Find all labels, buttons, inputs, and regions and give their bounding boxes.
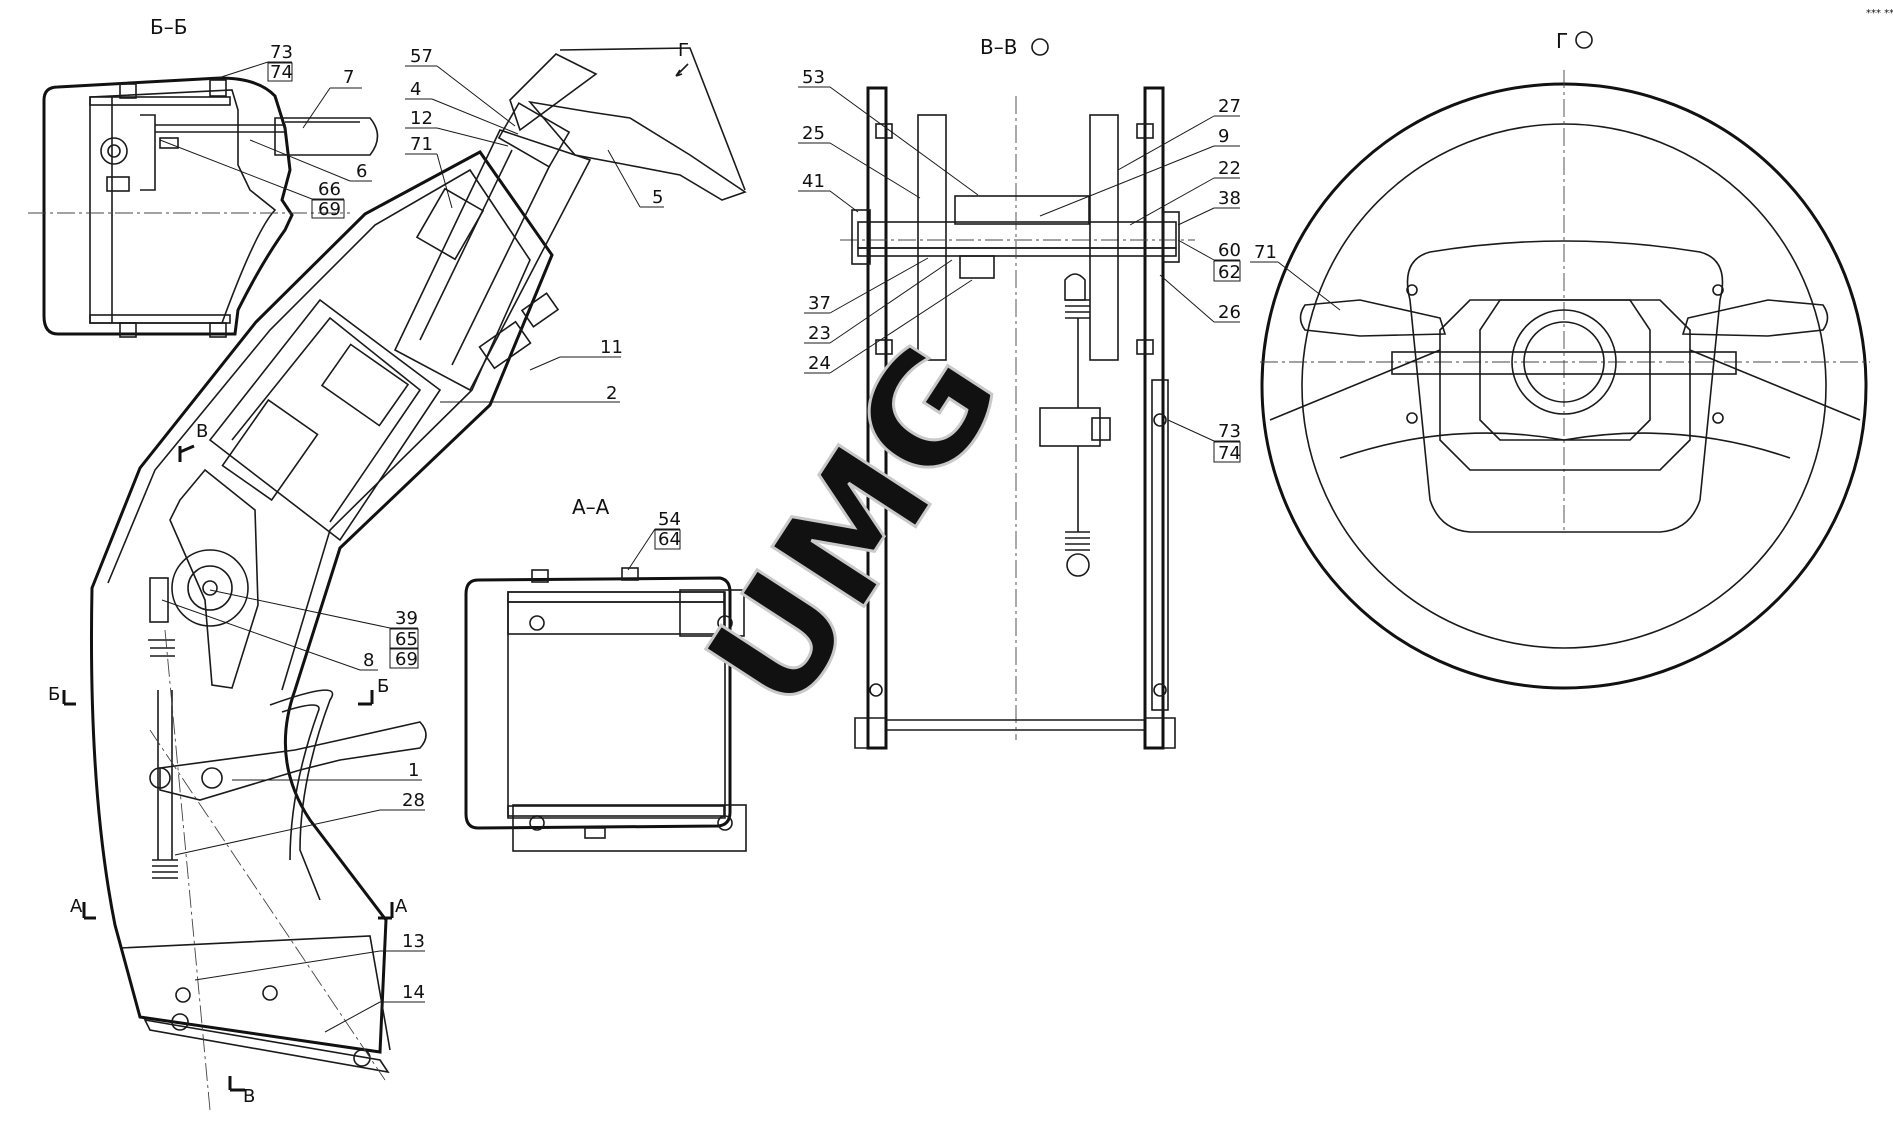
- callout-main-11: 11: [600, 337, 623, 358]
- callout-vv-25: 25: [802, 123, 825, 144]
- callout-main-28: 28: [402, 790, 425, 811]
- callout-main-14: 14: [402, 982, 425, 1003]
- cut-mark-a-left: А: [70, 896, 83, 917]
- view-g-title: Г: [1556, 29, 1568, 53]
- watermark: UMG: [674, 314, 1035, 739]
- callout-bb-6: 6: [356, 161, 367, 182]
- callout-main-13: 13: [402, 931, 425, 952]
- callout-vv-37: 37: [808, 293, 831, 314]
- cut-mark-a-right: А: [395, 896, 408, 917]
- callout-vv-9: 9: [1218, 126, 1229, 147]
- callout-main-39: 39: [395, 608, 418, 629]
- callout-vv-73: 73: [1218, 421, 1241, 442]
- callout-bb-69: 69: [318, 199, 341, 220]
- callout-vv-62: 62: [1218, 262, 1241, 283]
- callout-vv-60: 60: [1218, 240, 1241, 261]
- callout-main-5: 5: [652, 187, 663, 208]
- callout-main-71: 71: [410, 134, 433, 155]
- section-bb-title: Б–Б: [150, 15, 187, 39]
- section-vv-view: В–В: [798, 35, 1241, 750]
- callout-aa-54: 54: [658, 509, 681, 530]
- view-g-steering-wheel: Г 71: [1250, 29, 1870, 690]
- cut-mark-b-left: Б: [48, 684, 60, 705]
- callout-bb-7: 7: [343, 67, 354, 88]
- callout-bb-73: 73: [270, 42, 293, 63]
- callout-main-8: 8: [363, 650, 374, 671]
- cut-mark-v-lower: В: [243, 1086, 255, 1107]
- section-aa-view: А–А 54 64: [464, 495, 747, 852]
- callout-bb-74: 74: [270, 62, 293, 83]
- callout-vv-74: 74: [1218, 443, 1241, 464]
- callout-main-4: 4: [410, 79, 421, 100]
- callout-aa-64: 64: [658, 529, 681, 550]
- section-vv-title: В–В: [980, 35, 1017, 59]
- callout-bb-66: 66: [318, 179, 341, 200]
- callout-main-65: 65: [395, 629, 418, 650]
- callout-g-71: 71: [1254, 242, 1277, 263]
- callout-main-57: 57: [410, 46, 433, 67]
- callout-vv-53: 53: [802, 67, 825, 88]
- callout-vv-24: 24: [808, 353, 831, 374]
- cut-mark-b-right: Б: [377, 676, 389, 697]
- callout-vv-26: 26: [1218, 302, 1241, 323]
- section-bb-view: Б–Б 73 74 7 6 66 69: [28, 15, 379, 338]
- callout-main-1: 1: [408, 760, 419, 781]
- callout-vv-23: 23: [808, 323, 831, 344]
- callout-main-2: 2: [606, 383, 617, 404]
- callout-main-69: 69: [395, 649, 418, 670]
- corner-mark: *** ***: [1866, 8, 1893, 19]
- callout-vv-41: 41: [802, 171, 825, 192]
- cut-mark-g: Г: [678, 40, 689, 61]
- main-side-view: Г В В Б Б А А 57 4 12 71 5 11 2 39 65 69: [48, 40, 747, 1111]
- callout-vv-27: 27: [1218, 96, 1241, 117]
- cut-mark-v-upper: В: [196, 421, 208, 442]
- callout-main-12: 12: [410, 108, 433, 129]
- callout-vv-38: 38: [1218, 188, 1241, 209]
- section-aa-title: А–А: [572, 495, 610, 519]
- callout-vv-22: 22: [1218, 158, 1241, 179]
